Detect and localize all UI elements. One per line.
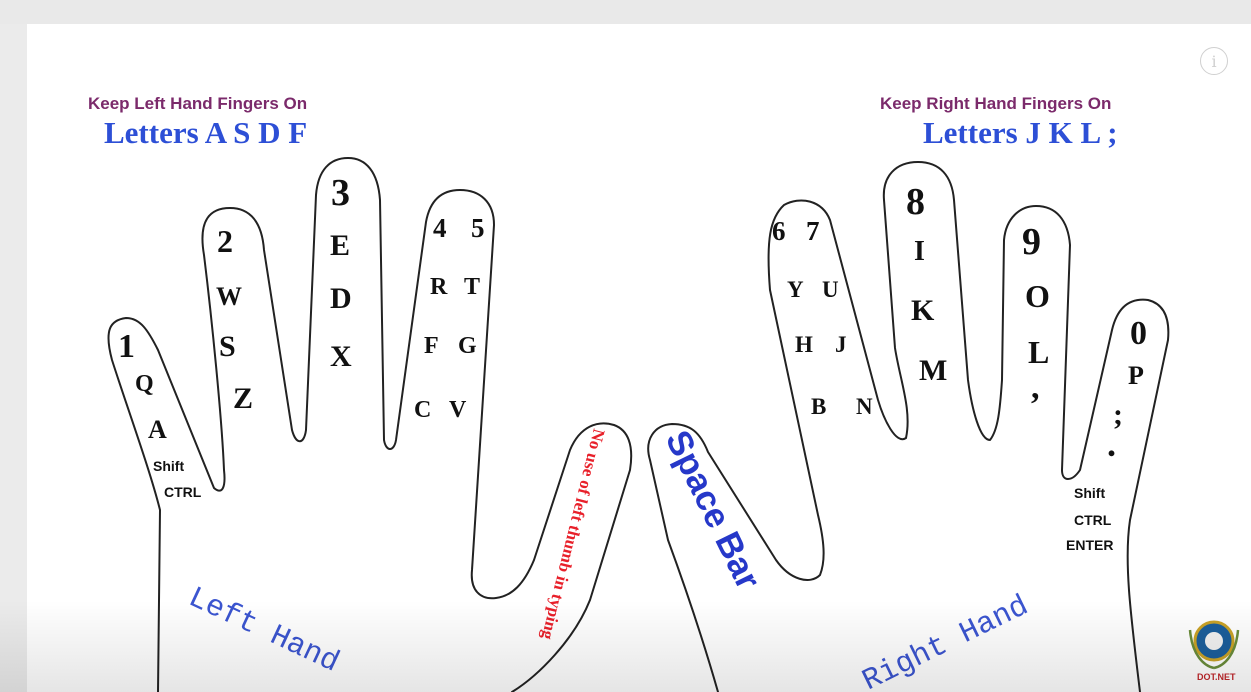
right-enter-label: ENTER <box>1066 537 1113 553</box>
right-ring-key-bottom: , <box>1031 369 1040 406</box>
left-index-key-t: T <box>464 274 480 300</box>
left-pinky-key-home: A <box>148 415 167 444</box>
info-button[interactable]: i <box>1200 47 1228 75</box>
right-middle-number: 8 <box>906 181 925 223</box>
left-ctrl-label: CTRL <box>164 484 202 500</box>
left-index-number-1: 4 <box>433 213 447 243</box>
left-index-key-g: G <box>458 333 477 359</box>
left-hand-label: Left Hand <box>183 581 344 680</box>
right-middle-key-bottom: M <box>919 354 947 387</box>
right-pinky-key-top: P <box>1128 361 1144 390</box>
left-ring-key-home: S <box>219 330 236 363</box>
right-index-key-y: Y <box>787 277 804 302</box>
right-header-instruction: Keep Right Hand Fingers On <box>880 94 1111 113</box>
right-pinky-number: 0 <box>1130 315 1147 352</box>
right-pinky-key-bottom: . <box>1107 424 1116 464</box>
right-index-key-u: U <box>822 277 839 302</box>
right-middle-key-top: I <box>914 236 925 267</box>
right-ctrl-label: CTRL <box>1074 512 1112 528</box>
left-index-key-v: V <box>449 397 467 423</box>
right-hand-outline <box>648 162 1168 692</box>
left-header-instruction: Keep Left Hand Fingers On <box>88 94 307 113</box>
left-shift-label: Shift <box>153 458 184 474</box>
left-ring-key-bottom: Z <box>233 382 253 415</box>
dotnet-logo: DOT.NET <box>1190 622 1238 682</box>
right-ring-key-top: O <box>1025 278 1050 314</box>
left-index-number-2: 5 <box>471 213 485 243</box>
right-index-key-n: N <box>856 394 873 419</box>
logo-text: DOT.NET <box>1197 672 1236 682</box>
right-shift-label: Shift <box>1074 485 1105 501</box>
left-middle-key-bottom: X <box>330 340 352 373</box>
left-middle-number: 3 <box>331 172 350 214</box>
left-index-key-c: C <box>414 397 431 423</box>
right-middle-key-home: K <box>911 294 935 327</box>
left-ring-number: 2 <box>217 223 233 259</box>
left-thumb-note: No use of left thumb in typing <box>538 427 609 642</box>
left-ring-key-top: W <box>216 282 242 311</box>
right-hand-label: Right Hand <box>857 590 1034 692</box>
space-bar-label: Space Bar <box>658 424 768 595</box>
right-index-number-1: 6 <box>772 216 786 246</box>
left-index-key-f: F <box>424 333 439 359</box>
right-index-key-j: J <box>835 332 847 357</box>
right-ring-key-home: L <box>1028 334 1049 370</box>
right-index-key-b: B <box>811 394 826 419</box>
right-index-number-2: 7 <box>806 216 820 246</box>
left-middle-key-top: E <box>330 229 350 262</box>
right-header-letters: Letters J K L ; <box>923 115 1118 150</box>
left-pinky-number: 1 <box>118 328 135 365</box>
right-ring-number: 9 <box>1022 221 1041 263</box>
left-pinky-key-top: Q <box>135 371 154 397</box>
left-index-key-r: R <box>430 274 448 300</box>
left-middle-key-home: D <box>330 282 352 315</box>
left-header-letters: Letters A S D F <box>104 115 307 150</box>
right-index-key-h: H <box>795 332 813 357</box>
globe-center-icon <box>1205 632 1223 650</box>
